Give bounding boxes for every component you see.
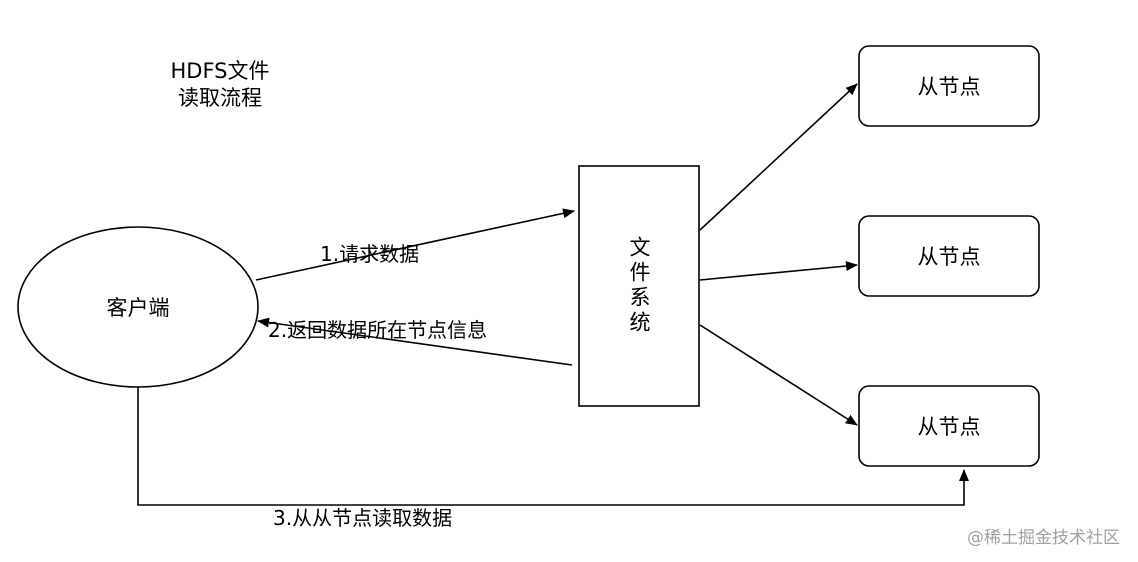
slave-label-1: 从节点 [917,75,981,99]
read-arrow [137,387,969,506]
filesystem-label: 文件系统 [627,236,651,336]
slave-node-1 [858,45,1040,127]
filesystem-node [578,165,700,407]
client-label: 客户端 [106,296,170,320]
fs-to-slave-3-arrow [699,324,858,426]
return-arrow [257,317,573,366]
watermark: @稀土掘金技术社区 [967,528,1120,548]
fs-to-slave-2-arrow [699,261,858,281]
title-line-2: 读取流程 [178,86,262,110]
read-label: 3.从从节点读取数据 [273,506,453,530]
slave-label-2: 从节点 [917,245,981,269]
fs-to-slave-1-arrow [699,83,858,231]
title-line-1: HDFS文件 [170,59,270,83]
filesystem-label-wrap: 文件系统 [579,166,699,406]
slave-node-2 [858,215,1040,297]
return-label: 2.返回数据所在节点信息 [268,318,488,342]
slave-node-3 [858,385,1040,467]
request-arrow [255,208,575,281]
slave-label-3: 从节点 [917,415,981,439]
request-label: 1.请求数据 [320,242,420,266]
diagram-title: HDFS文件 读取流程 [140,58,300,112]
